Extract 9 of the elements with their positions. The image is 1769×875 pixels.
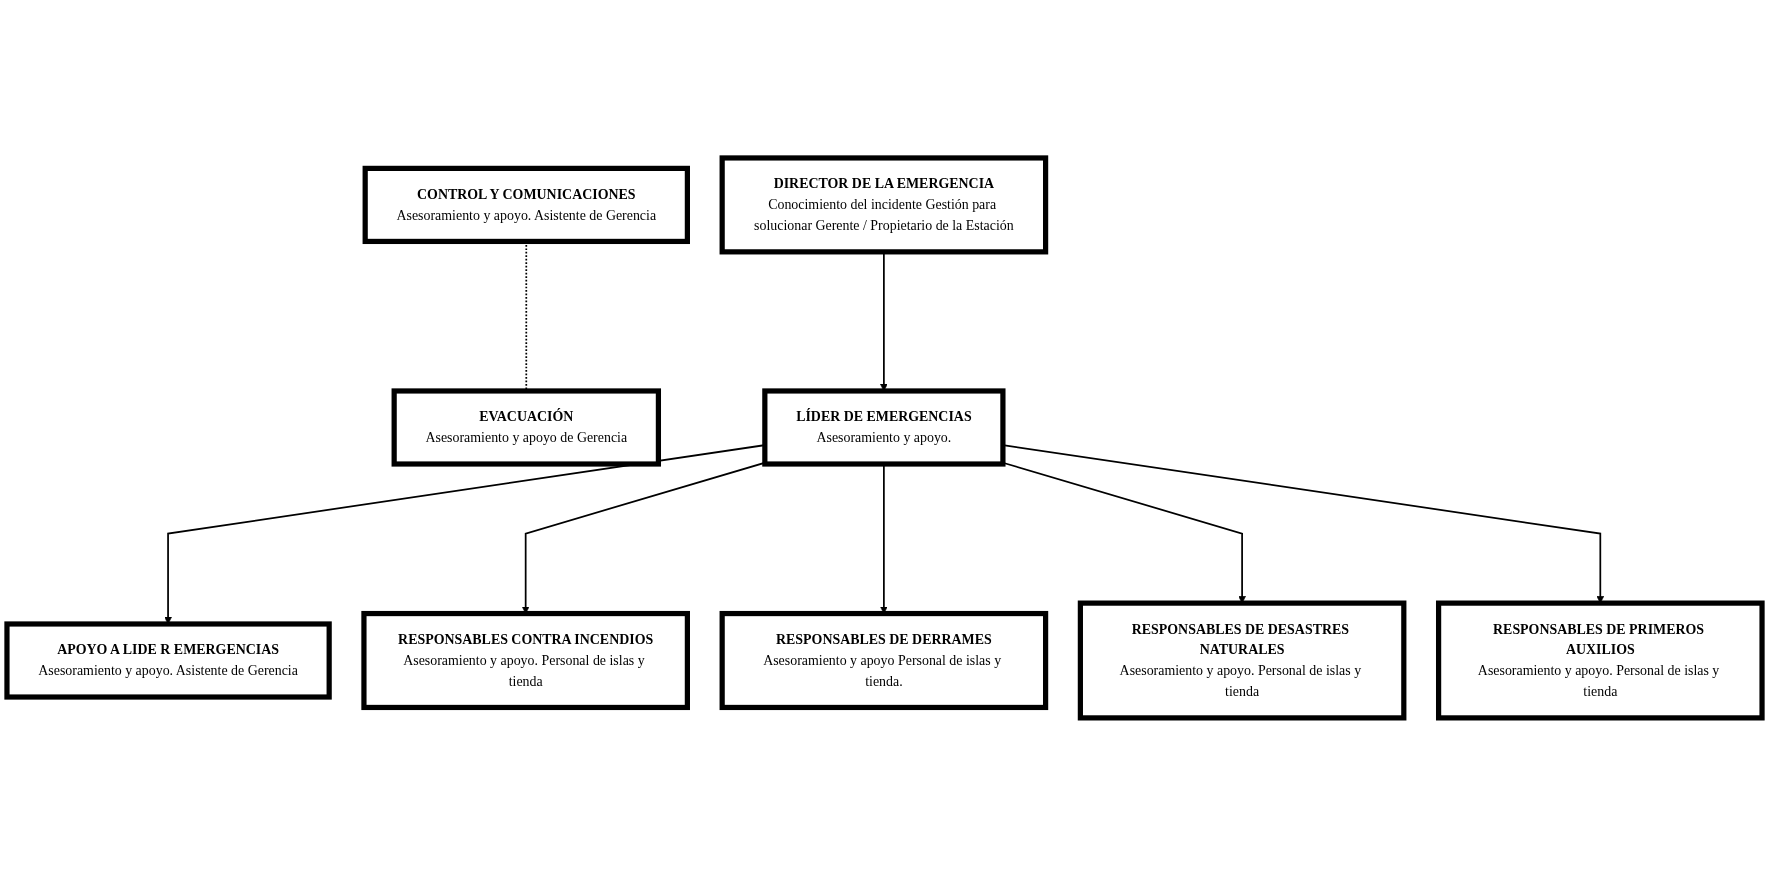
node-box: RESPONSABLES DE PRIMEROS AUXILIOS Asesoramiento y apoyo. Personal de islas y tienda	[1436, 600, 1765, 721]
node-box: LÍDER DE EMERGENCIAS Asesoramiento y apoyo.	[762, 387, 1006, 467]
node-box: CONTROL Y COMUNICACIONES Asesoramiento y apoyo. Asistente de Gerencia	[362, 165, 690, 244]
node-box: EVACUACIÓN Asesoramiento y apoyo de Gerencia	[391, 387, 661, 467]
node-box: APOYO A LIDE R EMERGENCIAS Asesoramiento y apoyo. Asistente de Gerencia	[4, 620, 332, 700]
node-box: RESPONSABLES DE DERRAMES Asesoramiento y apoyo Personal de islas y tienda.	[719, 610, 1049, 710]
node-box: RESPONSABLES DE DESASTRES NATURALES Asesoramiento y apoyo. Personal de islas y tienda	[1077, 600, 1407, 721]
node-box: DIRECTOR DE LA EMERGENCIA Conocimiento del incidente Gestión para solucionar Gerente / Propietario de la Estación	[719, 154, 1049, 255]
node-box: RESPONSABLES CONTRA INCENDIOS Asesoramiento y apoyo. Personal de islas y tienda	[361, 610, 690, 710]
